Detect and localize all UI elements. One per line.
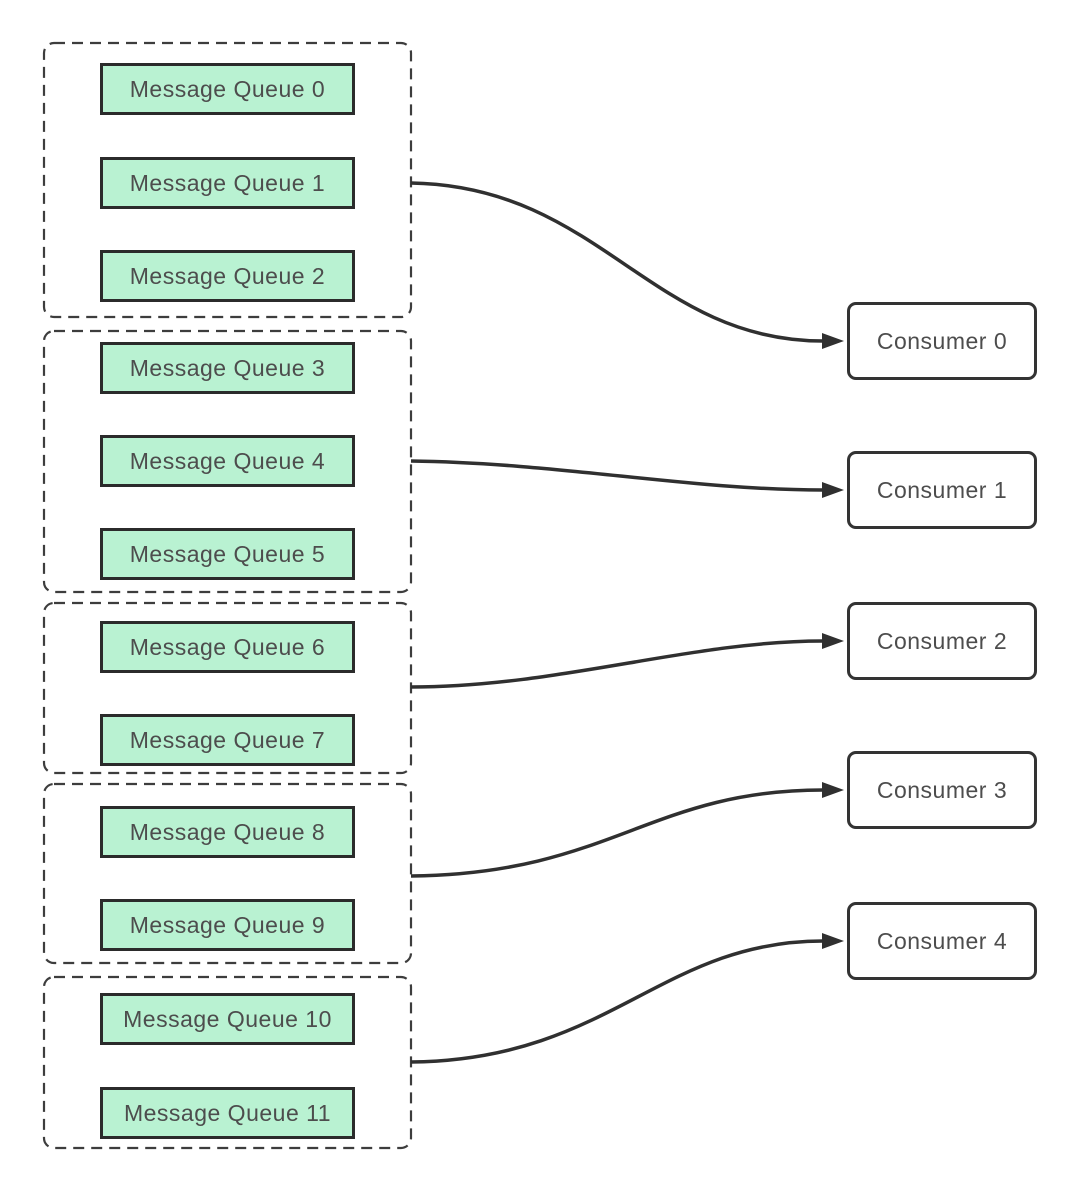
message-queue-label-10: Message Queue 10 [123,1005,332,1032]
message-queue-label-5: Message Queue 5 [129,540,326,567]
queue-group-outline-4 [42,975,413,1150]
consumer-label-1: Consumer 1 [876,476,1008,503]
consumer-box-0: Consumer 0 [847,302,1037,380]
message-queue-label-8: Message Queue 8 [129,818,326,845]
consumer-label-3: Consumer 3 [876,776,1008,803]
queue-group-outline-0 [42,41,413,319]
message-queue-box-7: Message Queue 7 [100,714,355,766]
message-queue-box-4: Message Queue 4 [100,435,355,487]
consumer-box-2: Consumer 2 [847,602,1037,680]
message-queue-box-6: Message Queue 6 [100,621,355,673]
arrow-group-4-to-consumer-4 [410,933,844,1064]
message-queue-box-11: Message Queue 11 [100,1087,355,1139]
message-queue-label-3: Message Queue 3 [129,354,326,381]
message-queue-box-8: Message Queue 8 [100,806,355,858]
arrow-group-0-to-consumer-0 [410,181,844,349]
arrow-group-2-to-consumer-2 [410,633,844,689]
message-queue-box-3: Message Queue 3 [100,342,355,394]
message-queue-label-9: Message Queue 9 [129,911,326,938]
consumer-box-1: Consumer 1 [847,451,1037,529]
queue-group-outline-1 [42,329,413,594]
consumer-label-0: Consumer 0 [876,327,1008,354]
message-queue-label-6: Message Queue 6 [129,633,326,660]
message-queue-box-1: Message Queue 1 [100,157,355,209]
message-queue-box-9: Message Queue 9 [100,899,355,951]
message-queue-label-11: Message Queue 11 [123,1099,332,1126]
message-queue-label-0: Message Queue 0 [129,75,326,102]
message-queue-label-7: Message Queue 7 [129,726,326,753]
arrow-group-3-to-consumer-3 [410,782,844,878]
consumer-box-4: Consumer 4 [847,902,1037,980]
message-queue-label-4: Message Queue 4 [129,447,326,474]
arrow-group-1-to-consumer-1 [410,459,844,498]
message-queue-box-0: Message Queue 0 [100,63,355,115]
message-queue-label-2: Message Queue 2 [129,262,326,289]
message-queue-box-5: Message Queue 5 [100,528,355,580]
queue-group-outline-3 [42,782,413,965]
consumer-label-4: Consumer 4 [876,927,1008,954]
message-queue-label-1: Message Queue 1 [129,169,326,196]
message-queue-box-2: Message Queue 2 [100,250,355,302]
consumer-label-2: Consumer 2 [876,627,1008,654]
message-queue-box-10: Message Queue 10 [100,993,355,1045]
consumer-box-3: Consumer 3 [847,751,1037,829]
